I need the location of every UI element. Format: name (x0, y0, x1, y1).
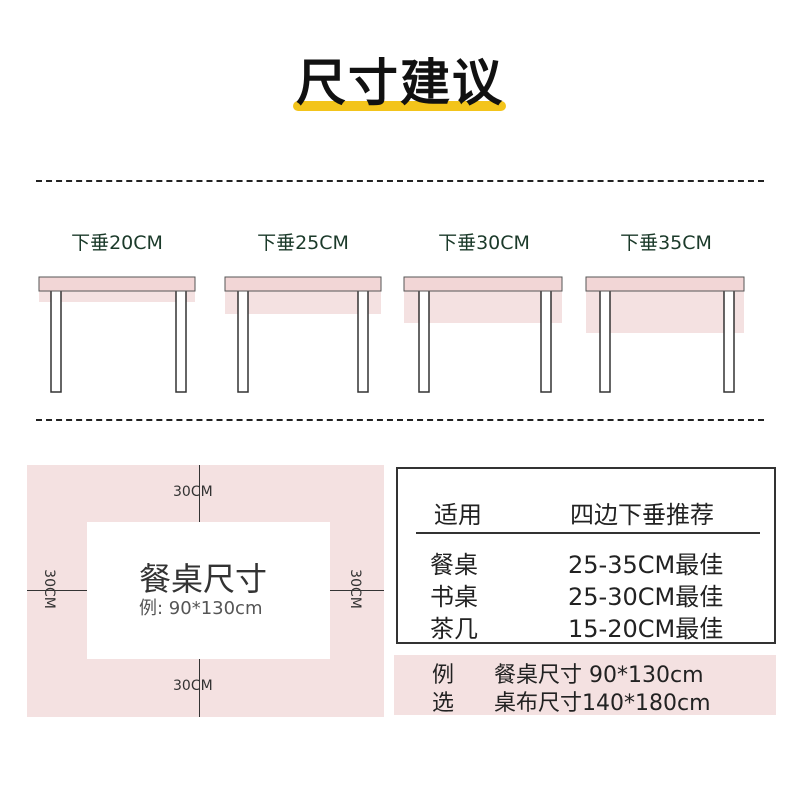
example-cloth-size: 桌布尺寸140*180cm (494, 691, 711, 716)
bottom-margin-label: 30CM (173, 678, 213, 694)
row-use: 餐桌 (430, 551, 478, 579)
right-margin-label: 30CM (346, 569, 363, 609)
choose-prefix: 选 (432, 691, 455, 716)
recommendation-table: 适用 四边下垂推荐 餐桌 25-35CM最佳 书桌 25-30CM最佳 茶几 1… (396, 467, 776, 644)
divider-top (36, 180, 764, 182)
row-use: 茶几 (430, 615, 478, 643)
top-dimension-line (199, 465, 200, 522)
right-dimension-line (330, 590, 384, 591)
drop-label: 下垂35CM (620, 232, 712, 254)
table-figure-drop-35: 下垂35CM (576, 228, 756, 398)
table-size-example: 例: 90*130cm (139, 598, 263, 619)
row-drop: 25-30CM最佳 (568, 583, 724, 611)
header-divider (416, 532, 760, 534)
table-figure-drop-20: 下垂20CM (27, 228, 207, 398)
table-top-area: 餐桌尺寸 例: 90*130cm (87, 522, 330, 659)
bottom-dimension-line (199, 659, 200, 717)
example-table-size: 餐桌尺寸 90*130cm (494, 663, 704, 688)
table-illustration (224, 276, 382, 393)
row-use: 书桌 (430, 583, 478, 611)
table-figure-drop-30: 下垂30CM (394, 228, 574, 398)
left-margin-label: 30CM (40, 569, 57, 609)
row-drop: 15-20CM最佳 (568, 615, 724, 643)
row-drop: 25-35CM最佳 (568, 551, 724, 579)
header-use: 适用 (434, 501, 482, 529)
size-example: 例 餐桌尺寸 90*130cm 选 桌布尺寸140*180cm (394, 655, 776, 716)
table-size-title: 餐桌尺寸 (139, 560, 268, 598)
example-prefix: 例 (432, 663, 455, 688)
divider-bottom (36, 419, 764, 421)
table-illustration (585, 276, 745, 393)
top-margin-label: 30CM (173, 484, 213, 500)
page-title: 尺寸建议 (296, 54, 504, 112)
title-underline (293, 101, 506, 111)
header-drop: 四边下垂推荐 (570, 501, 714, 529)
drop-label: 下垂30CM (438, 232, 530, 254)
table-figure-drop-25: 下垂25CM (213, 228, 393, 398)
left-dimension-line (27, 590, 87, 591)
table-illustration (403, 276, 563, 393)
drop-label: 下垂20CM (71, 232, 163, 254)
table-illustration (38, 276, 196, 393)
drop-label: 下垂25CM (257, 232, 349, 254)
tablecloth-diagram: 餐桌尺寸 例: 90*130cm 30CM 30CM 30CM 30CM (27, 465, 384, 717)
